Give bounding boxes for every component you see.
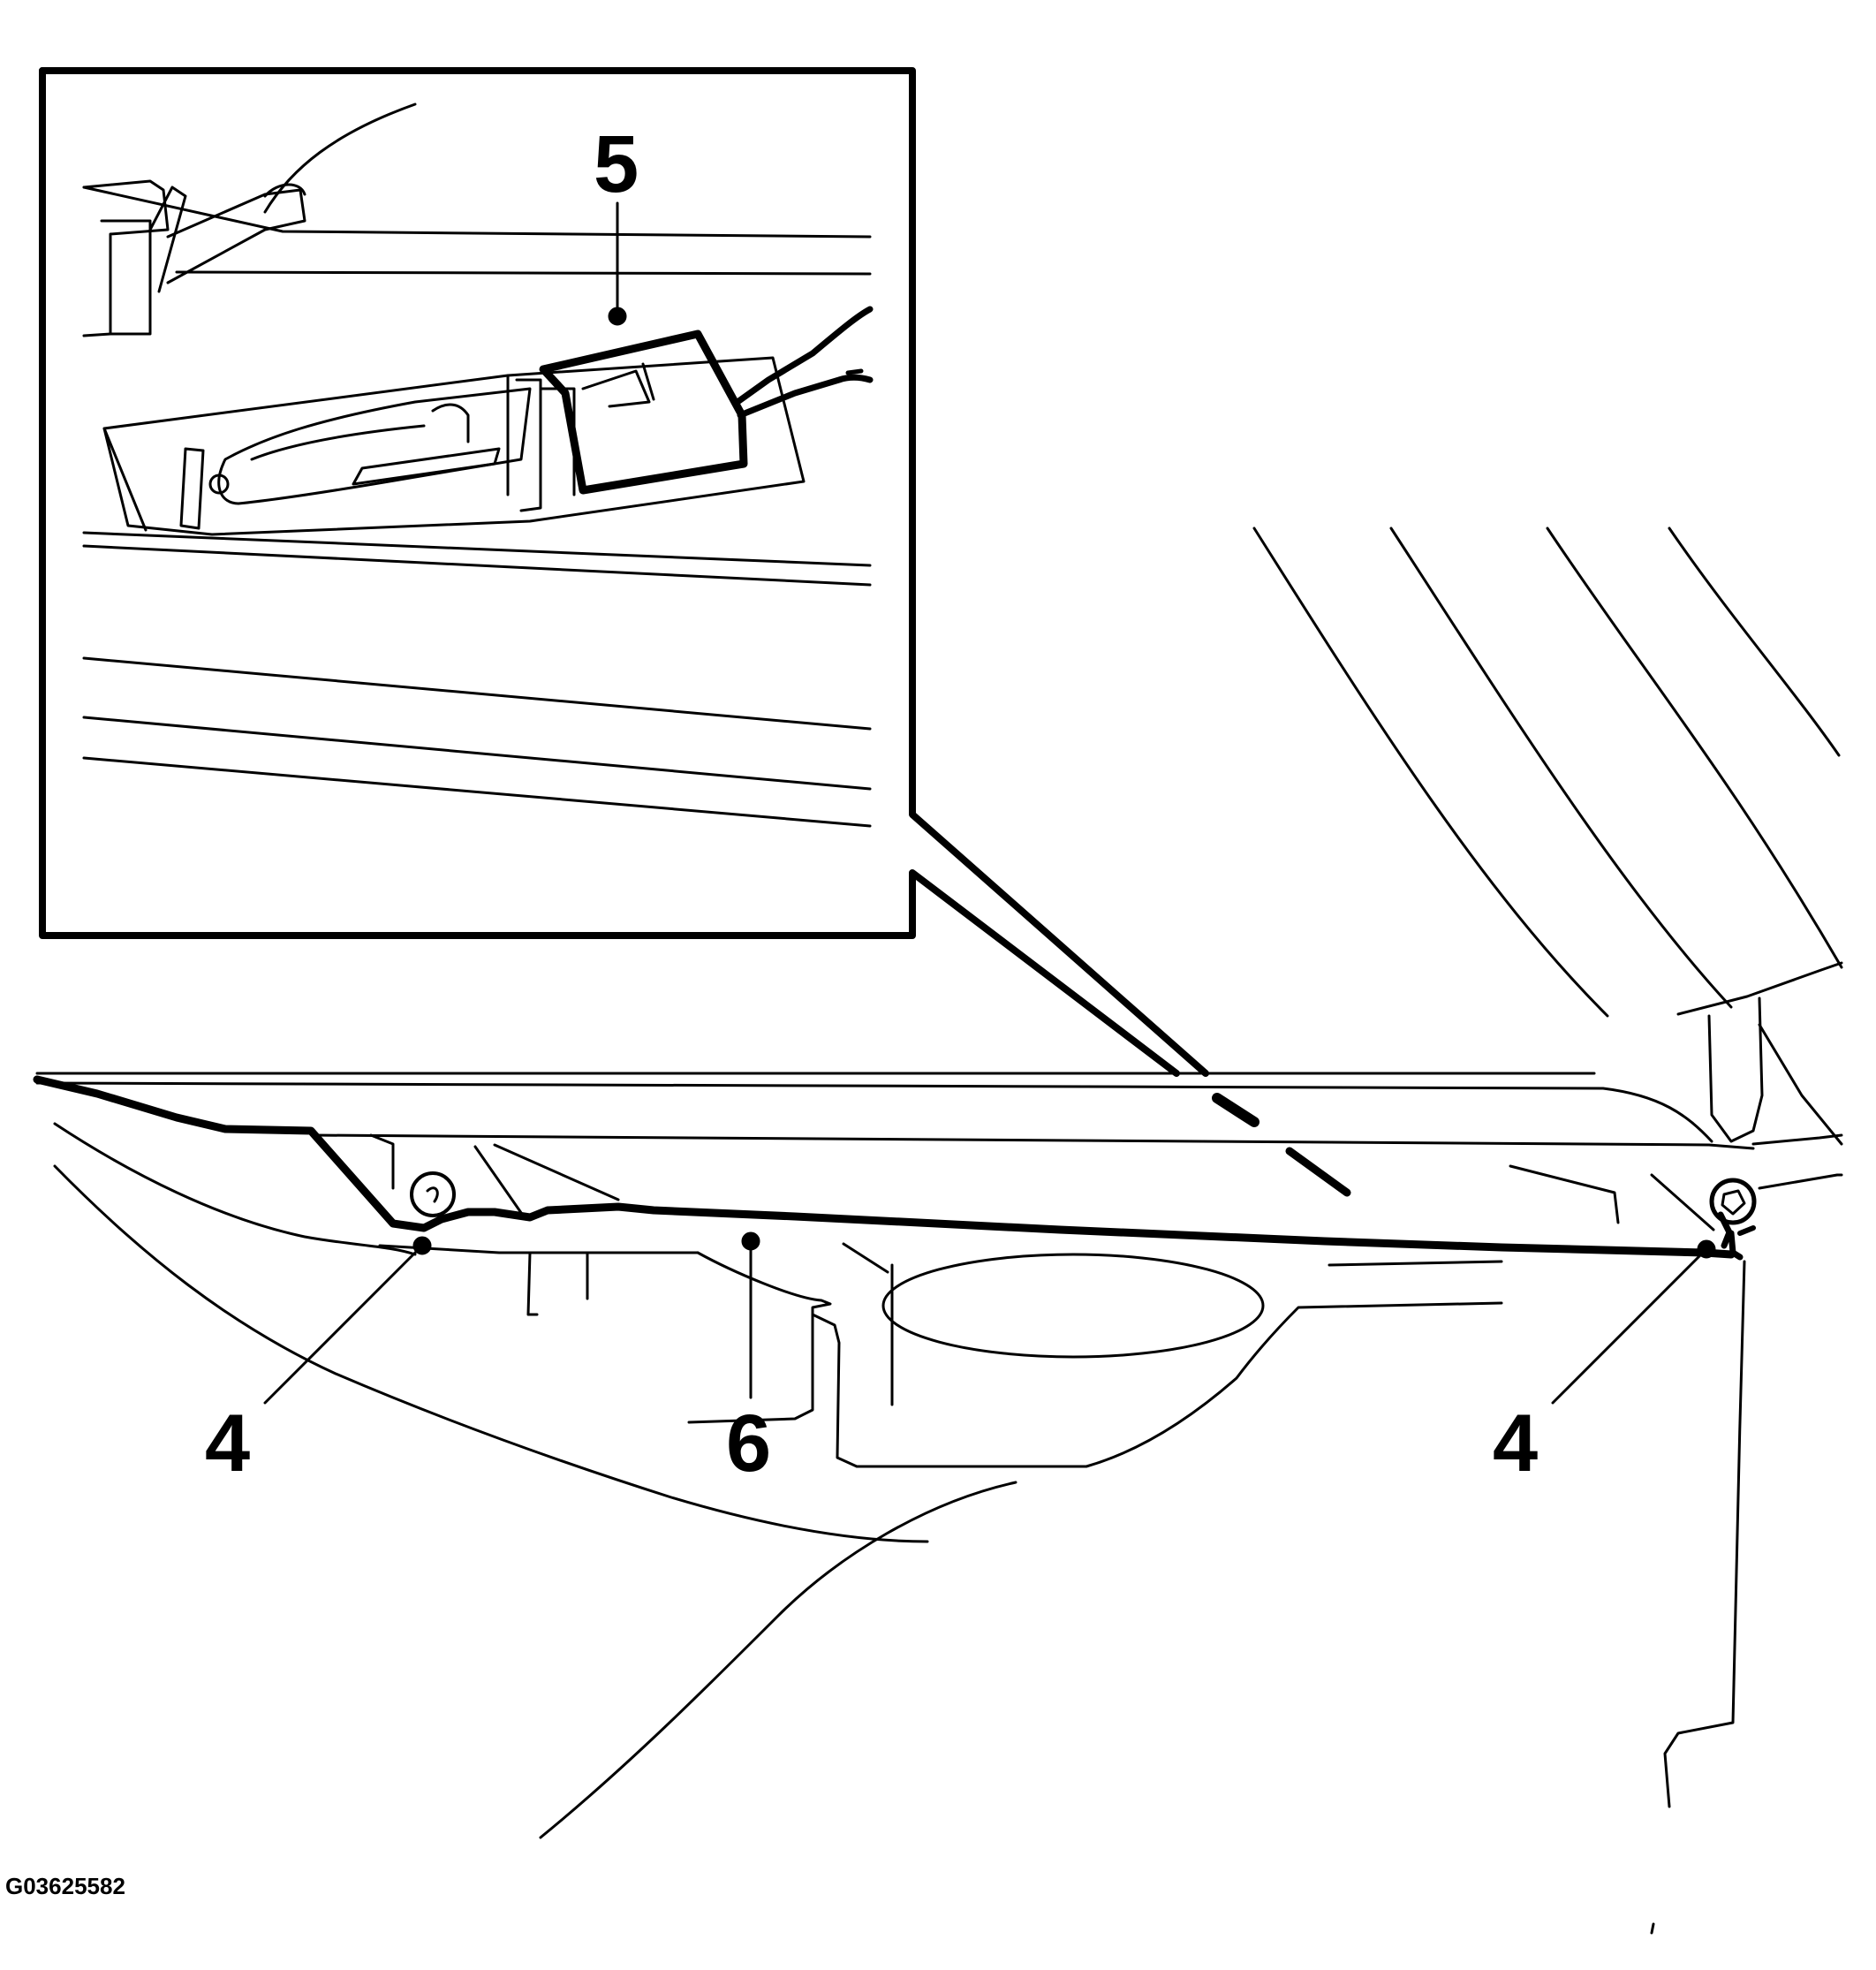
dot-5	[608, 307, 627, 326]
callout-label-5: 5	[594, 119, 639, 209]
dot-6	[741, 1231, 760, 1251]
figure-id: G03625582	[5, 1873, 125, 1899]
dot-4-right	[1697, 1239, 1716, 1259]
inset-detail-view	[39, 67, 1209, 1077]
dot-4-left	[412, 1236, 432, 1255]
callout-label-6: 6	[726, 1398, 772, 1489]
leader-4-left	[263, 1244, 424, 1405]
leader-4-right	[1551, 1247, 1708, 1405]
callout-leaders	[263, 201, 1716, 1405]
callout-label-4-right: 4	[1493, 1398, 1539, 1489]
callout-label-4-left: 4	[205, 1398, 251, 1489]
main-view	[33, 527, 1843, 1935]
